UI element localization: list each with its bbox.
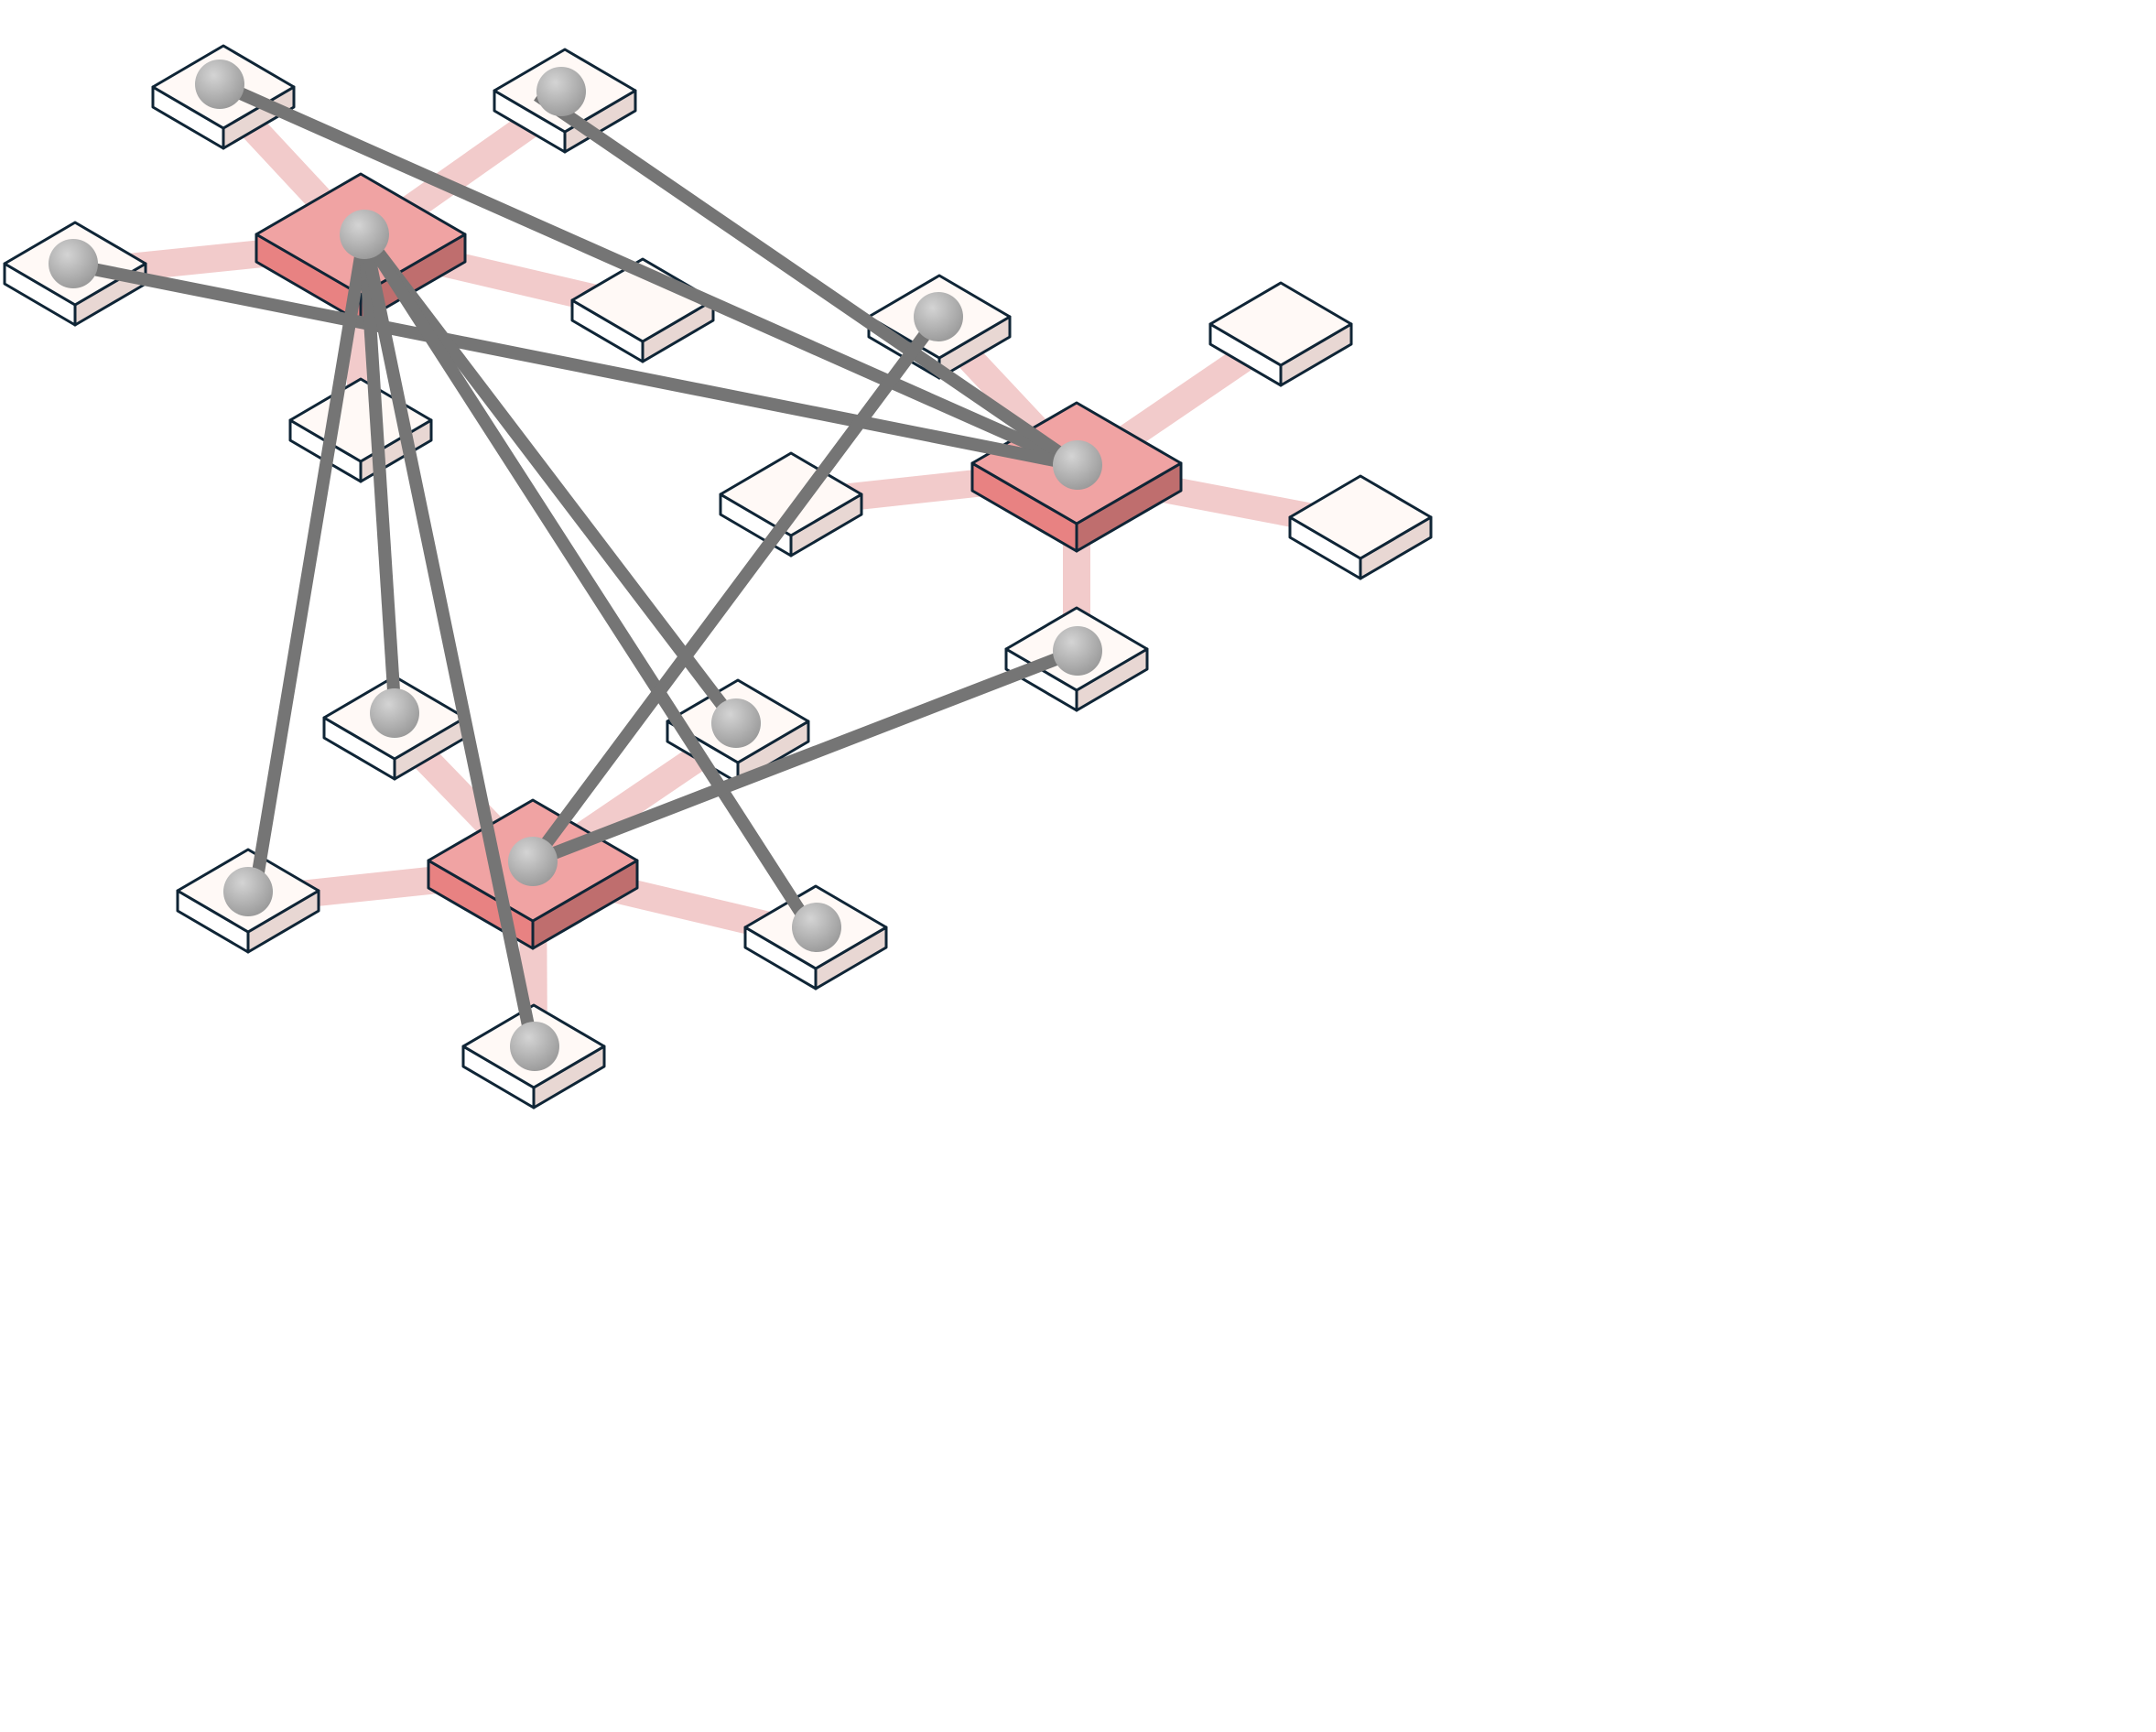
connection-edge <box>73 259 1079 471</box>
connection-edge <box>534 90 1081 471</box>
connection-edge <box>232 84 1080 471</box>
connection-edge <box>250 233 371 885</box>
endpoint-sphere <box>711 698 761 748</box>
connection-edge <box>358 233 536 1036</box>
nodes-layer <box>3 44 1433 1110</box>
endpoint-sphere <box>1053 626 1102 676</box>
endpoint-sphere <box>914 292 963 341</box>
connections-layer <box>73 84 1081 1036</box>
node-block <box>1208 281 1353 387</box>
connection-edge <box>359 230 742 728</box>
connection-edge <box>359 231 811 924</box>
endpoint-sphere <box>49 239 98 288</box>
node-block <box>570 257 715 363</box>
connection-edge <box>358 233 401 706</box>
endpoint-sphere <box>195 60 244 109</box>
endpoint-sphere <box>340 210 389 259</box>
connection-edge <box>530 644 1080 868</box>
endpoint-sphere <box>536 67 586 116</box>
endpoint-sphere <box>223 867 273 916</box>
endpoint-sphere <box>508 837 558 886</box>
connection-edge <box>527 312 944 866</box>
endpoints-layer <box>49 60 1102 1071</box>
endpoint-sphere <box>792 903 841 952</box>
endpoint-sphere <box>510 1022 559 1071</box>
node-block <box>1288 474 1433 580</box>
endpoint-sphere <box>1053 440 1102 490</box>
endpoint-sphere <box>370 688 419 738</box>
